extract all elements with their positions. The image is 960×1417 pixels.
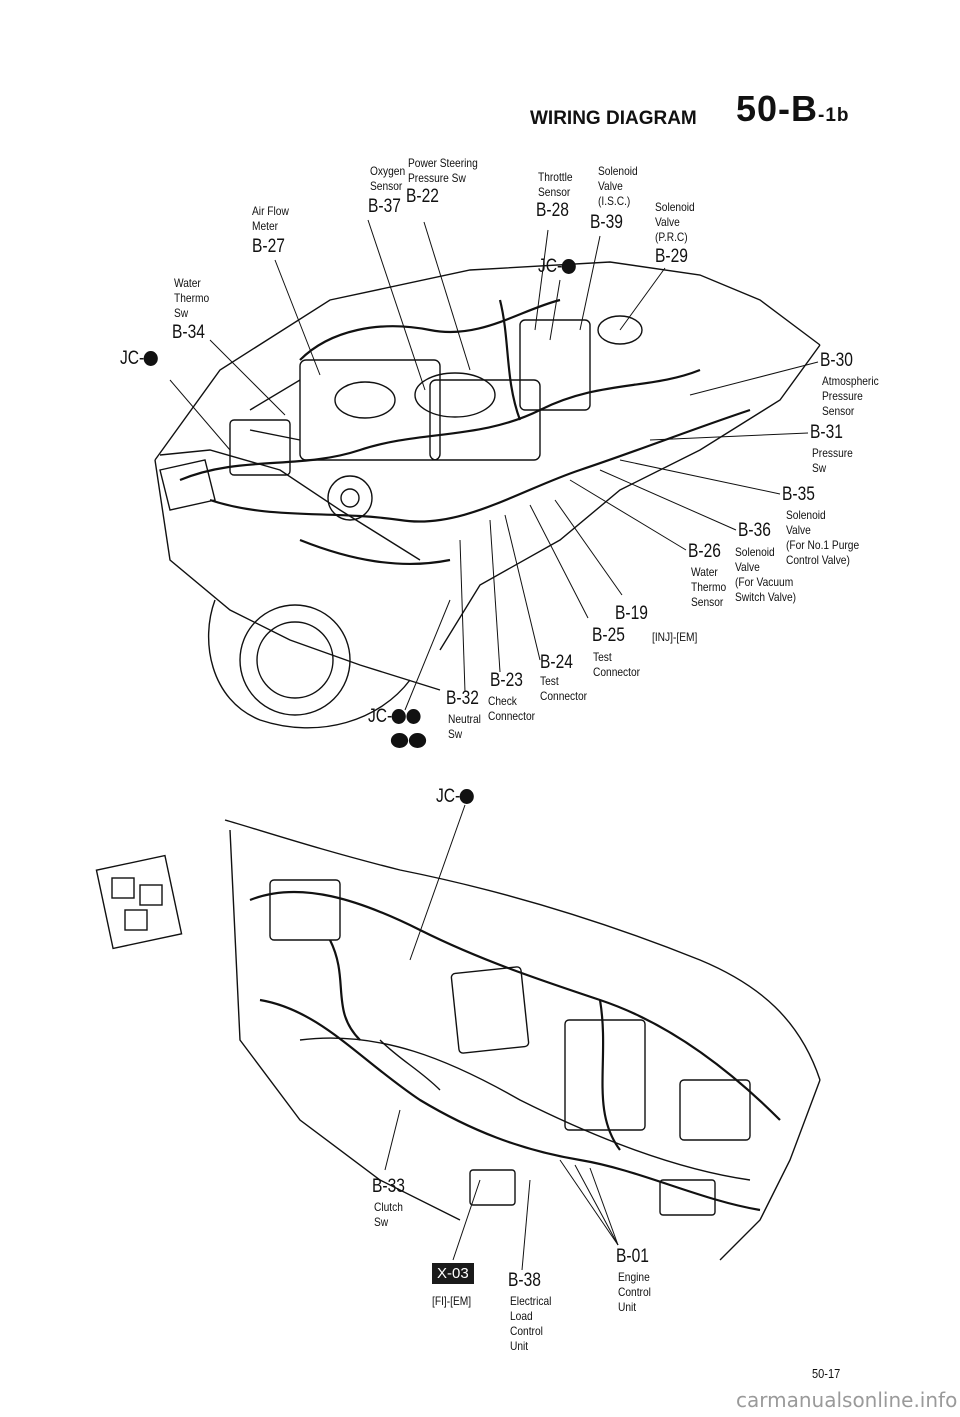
solenoid-isc-code: B-39 [590, 212, 623, 233]
water-thermo-sensor-code: B-26 [688, 541, 721, 562]
check-connector-label: Check Connector [488, 694, 536, 723]
throttle-sensor-label: Throttle Sensor [538, 170, 573, 199]
x03-connector-label: [FI]-[EM] [432, 1294, 472, 1308]
injector-b25-label: [INJ]-[EM] [652, 630, 698, 644]
throttle-sensor-code: B-28 [536, 200, 569, 221]
solenoid-b36-label: Solenoid Valve (For Vacuum Switch Valve) [735, 545, 797, 604]
neutral-sw-label: Neutral Sw [448, 712, 481, 741]
solenoid-b35-code: B-35 [782, 484, 815, 505]
solenoid-b35-label: Solenoid Valve (For No.1 Purge Control V… [786, 508, 860, 567]
dashboard-illustration [95, 819, 821, 1261]
jc-bottom-badge-1 [391, 709, 406, 725]
pressure-sw-code: B-31 [810, 422, 843, 443]
jc-left-badge [143, 351, 158, 367]
air-flow-meter-label: Air Flow Meter [252, 204, 289, 233]
atmospheric-sensor-code: B-30 [820, 350, 853, 371]
joint-connector-left: JC- [120, 348, 158, 370]
atmospheric-sensor-label: Atmospheric Pressure Sensor [822, 374, 879, 418]
joint-connector-bottom: JC- [368, 706, 421, 728]
neutral-sw-code: B-32 [446, 688, 479, 709]
water-thermo-sw-label: Water Thermo Sw [174, 276, 210, 320]
diagram-title: WIRING DIAGRAM [530, 108, 697, 130]
jc-bottom-badge-3 [390, 733, 409, 749]
test-connector-b23-label: Test Connector [540, 674, 588, 703]
jc-left-text: JC- [120, 348, 145, 369]
solenoid-prc-code: B-29 [655, 246, 688, 267]
engine-bay-illustration [154, 261, 821, 729]
solenoid-b36-code: B-36 [738, 520, 771, 541]
injector-b25-code: B-25 [592, 625, 625, 646]
dashboard-harness [249, 890, 781, 1212]
water-thermo-sensor-label: Water Thermo Sensor [691, 565, 727, 609]
jc-center-text: JC- [538, 256, 563, 277]
jc-dash-badge [459, 789, 474, 805]
engine-control-unit-code: B-01 [616, 1246, 649, 1267]
joint-connector-dash: JC- [436, 786, 474, 808]
power-steering-code: B-22 [406, 186, 439, 207]
pressure-sw-label: Pressure Sw [812, 446, 853, 475]
clutch-sw-code: B-33 [372, 1176, 405, 1197]
dashboard-leader-lines [384, 804, 619, 1271]
test-connector-b24-label: Test Connector [593, 650, 641, 679]
oxygen-sensor-label: Oxygen Sensor [370, 164, 406, 193]
section-suffix: -1b [818, 105, 850, 126]
test-connector-b23-code: B-23 [490, 670, 523, 691]
power-steering-label: Power Steering Pressure Sw [408, 156, 478, 185]
joint-connector-center: JC- [538, 256, 576, 278]
solenoid-prc-label: Solenoid Valve (P.R.C) [655, 200, 695, 244]
b19-code: B-19 [615, 603, 648, 624]
jc-dash-text: JC- [436, 786, 461, 807]
watermark: carmanualsonline.info [736, 1388, 958, 1412]
jc-bottom-badges-row2 [390, 732, 427, 750]
load-control-unit-label: Electrical Load Control Unit [510, 1294, 552, 1353]
water-thermo-sw-code: B-34 [172, 322, 205, 343]
title-text: WIRING DIAGRAM [530, 108, 697, 129]
oxygen-sensor-code: B-37 [368, 196, 401, 217]
jc-bottom-badge-2 [406, 709, 421, 725]
section-code: 50-B [736, 88, 819, 129]
page-number: 50-17 [812, 1366, 841, 1381]
section-number: 50-B-1b [736, 88, 850, 130]
engine-leader-lines [169, 219, 819, 711]
jc-bottom-badge-4 [408, 733, 427, 749]
jc-center-badge [561, 259, 576, 275]
x03-connector-code: X-03 [432, 1263, 474, 1284]
jc-bottom-text: JC- [368, 706, 393, 727]
clutch-sw-label: Clutch Sw [374, 1200, 403, 1229]
load-control-unit-code: B-38 [508, 1270, 541, 1291]
test-connector-b24-code: B-24 [540, 652, 573, 673]
engine-harness [179, 298, 751, 565]
air-flow-meter-code: B-27 [252, 236, 285, 257]
solenoid-isc-label: Solenoid Valve (I.S.C.) [598, 164, 638, 208]
engine-control-unit-label: Engine Control Unit [618, 1270, 651, 1314]
